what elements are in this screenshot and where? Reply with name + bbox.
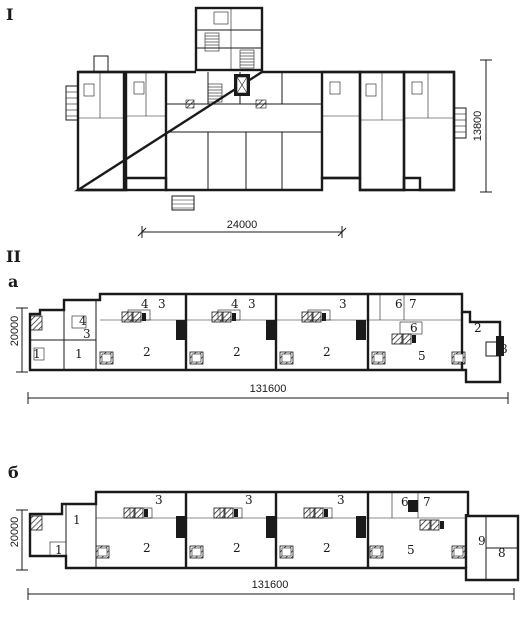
section-ii-label: II [6, 247, 21, 266]
plan-b: б 1 1 3 2 [8, 463, 520, 600]
plan-a-room-number: 2 [233, 345, 241, 359]
plan-b-depth-dimension: 20000 [9, 517, 21, 548]
plan-a-room-number: 3 [158, 297, 166, 311]
plan-a-length-dimension: 131600 [250, 383, 287, 395]
plan-b-room-number: 2 [323, 541, 331, 555]
section-i-outline [73, 70, 456, 192]
plan-a: а 4 3 [8, 272, 509, 404]
plan-a-room-number: 6 [410, 321, 418, 335]
plan-a-room-number: 2 [143, 345, 151, 359]
plan-a-room-number: 4 [79, 314, 87, 328]
plan-a-label: а [8, 272, 18, 291]
plan-a-room-number: 1 [33, 347, 41, 361]
plan-b-room-number: 2 [233, 541, 241, 555]
section-i-stair-tower [194, 6, 264, 72]
plan-b-room-number: 8 [498, 546, 506, 560]
plan-section-i: I [6, 5, 492, 238]
plan-a-room-number: 3 [83, 327, 91, 341]
plan-b-room-number: 1 [55, 543, 63, 557]
plan-b-length-dimension: 131600 [252, 579, 289, 591]
plan-a-room-number: 5 [418, 349, 426, 363]
plan-b-room-number: 6 [401, 495, 409, 509]
plan-a-depth-dimension: 20000 [9, 316, 21, 347]
plan-a-room-number: 4 [231, 297, 239, 311]
plan-a-room-number: 3 [248, 297, 256, 311]
plan-a-room-number: 3 [339, 297, 347, 311]
section-i-width-dimension: 24000 [227, 219, 258, 231]
plan-b-room-number: 1 [73, 513, 81, 527]
plan-b-room-number: 3 [245, 493, 253, 507]
plan-a-room-number: 8 [500, 342, 508, 356]
plan-b-room-number: 5 [407, 543, 415, 557]
plan-b-room-number: 9 [478, 534, 486, 548]
plan-a-room-number: 2 [474, 321, 482, 335]
plan-a-room-number: 2 [323, 345, 331, 359]
plan-a-room-number: 6 [395, 297, 403, 311]
plan-a-outline [28, 292, 502, 384]
plan-b-label: б [8, 463, 19, 482]
section-i-label: I [6, 5, 13, 24]
plan-b-room-number: 7 [423, 495, 431, 509]
plan-a-room-number: 1 [75, 347, 83, 361]
plan-b-room-number: 3 [155, 493, 163, 507]
plan-b-room-number: 3 [337, 493, 345, 507]
plan-a-room-number: 4 [141, 297, 149, 311]
plan-b-room-number: 2 [143, 541, 151, 555]
section-i-depth-dimension: 13800 [472, 111, 484, 142]
plan-a-room-number: 7 [409, 297, 417, 311]
